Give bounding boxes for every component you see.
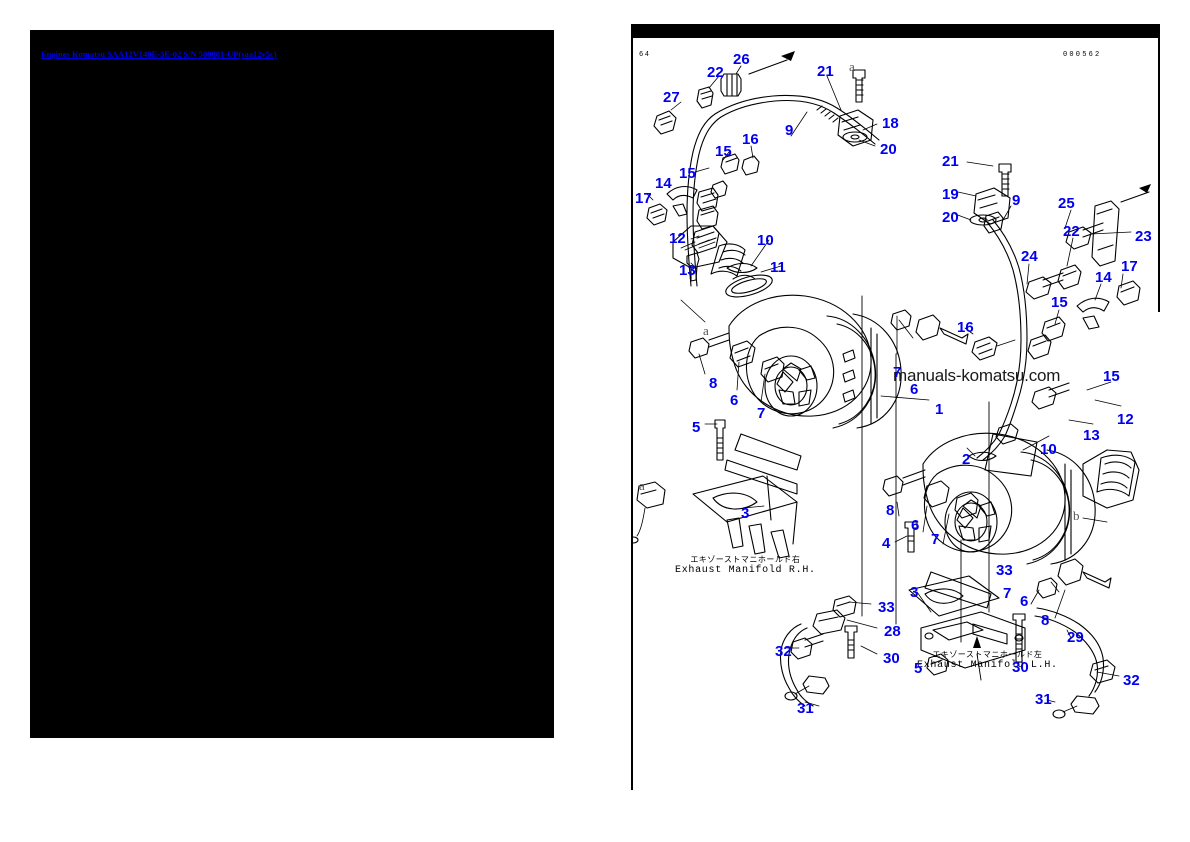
callout-number-31[interactable]: 31	[1035, 691, 1052, 708]
callout-number-15[interactable]: 15	[715, 143, 732, 160]
callout-number-33[interactable]: 33	[878, 599, 895, 616]
callout-number-24[interactable]: 24	[1021, 248, 1038, 265]
section-letter-a: a	[639, 478, 645, 493]
callout-number-6[interactable]: 6	[911, 517, 920, 534]
callout-number-1[interactable]: 1	[935, 401, 944, 418]
parts-book-link[interactable]: Engines Komatsu SAA12V140E-3E-02 S/N 500…	[41, 49, 277, 59]
caption-jp-text: エキゾーストマニホールド左	[932, 650, 1043, 659]
callout-number-12[interactable]: 12	[1117, 411, 1134, 428]
callout-number-3[interactable]: 3	[910, 584, 919, 601]
callout-number-15[interactable]: 15	[1103, 368, 1120, 385]
callout-number-19[interactable]: 19	[942, 186, 959, 203]
callout-number-3[interactable]: 3	[741, 505, 750, 522]
callout-number-14[interactable]: 14	[655, 175, 672, 192]
callout-number-8[interactable]: 8	[886, 502, 895, 519]
callout-number-14[interactable]: 14	[1095, 269, 1112, 286]
callout-number-16[interactable]: 16	[957, 319, 974, 336]
callout-number-18[interactable]: 18	[882, 115, 899, 132]
callout-number-33[interactable]: 33	[996, 562, 1013, 579]
callout-number-20[interactable]: 20	[880, 141, 897, 158]
parts-diagram-pane: 64 000562	[631, 24, 1160, 790]
callout-number-32[interactable]: 32	[1123, 672, 1140, 689]
callout-number-13[interactable]: 13	[1083, 427, 1100, 444]
caption-jp-text: エキゾーストマニホールド右	[690, 555, 801, 564]
callout-number-8[interactable]: 8	[1041, 612, 1050, 629]
section-letter-b: b	[1073, 508, 1080, 523]
callout-number-10[interactable]: 10	[757, 232, 774, 249]
callout-number-15[interactable]: 15	[1051, 294, 1068, 311]
callout-number-6[interactable]: 6	[910, 381, 919, 398]
callout-number-12[interactable]: 12	[669, 230, 686, 247]
callout-number-17[interactable]: 17	[1121, 258, 1138, 275]
callout-number-7[interactable]: 7	[757, 405, 766, 422]
callout-number-4[interactable]: 4	[882, 535, 891, 552]
preview-pane: Engines Komatsu SAA12V140E-3E-02 S/N 500…	[30, 30, 554, 738]
caption-exhaust-manifold-rh: エキゾーストマニホールド右 Exhaust Manifold R.H.	[675, 554, 816, 577]
callout-number-32[interactable]: 32	[775, 643, 792, 660]
callout-number-31[interactable]: 31	[797, 700, 814, 717]
callout-number-28[interactable]: 28	[884, 623, 901, 640]
callout-number-9[interactable]: 9	[785, 122, 794, 139]
callout-number-16[interactable]: 16	[742, 131, 759, 148]
callout-number-7[interactable]: 7	[893, 364, 902, 381]
callout-number-9[interactable]: 9	[1012, 192, 1021, 209]
callout-number-7[interactable]: 7	[931, 531, 940, 548]
callout-number-6[interactable]: 6	[730, 392, 739, 409]
callout-number-2[interactable]: 2	[962, 451, 971, 468]
callout-number-22[interactable]: 22	[707, 64, 724, 81]
diagram-page-number: 64	[639, 51, 651, 59]
callout-number-21[interactable]: 21	[817, 63, 834, 80]
callout-number-8[interactable]: 8	[709, 375, 718, 392]
section-letter-a: a	[703, 323, 709, 338]
callout-number-26[interactable]: 26	[733, 51, 750, 68]
callout-number-17[interactable]: 17	[635, 190, 652, 207]
callout-number-25[interactable]: 25	[1058, 195, 1075, 212]
callout-number-30[interactable]: 30	[883, 650, 900, 667]
callout-number-20[interactable]: 20	[942, 209, 959, 226]
diagram-frame-left-border	[631, 38, 633, 790]
caption-exhaust-manifold-lh: エキゾーストマニホールド左 Exhaust Manifold L.H.	[917, 649, 1058, 672]
callout-number-7[interactable]: 7	[1003, 585, 1012, 602]
callout-number-30[interactable]: 30	[1012, 659, 1029, 676]
caption-en-text: Exhaust Manifold L.H.	[917, 660, 1058, 671]
section-letter-a: a	[849, 59, 855, 74]
callout-number-5[interactable]: 5	[914, 660, 923, 677]
diagram-frame-right-border	[1158, 38, 1160, 312]
callout-number-13[interactable]: 13	[679, 262, 696, 279]
caption-en-text: Exhaust Manifold R.H.	[675, 565, 816, 576]
callout-number-29[interactable]: 29	[1067, 629, 1084, 646]
callout-number-21[interactable]: 21	[942, 153, 959, 170]
callout-number-27[interactable]: 27	[663, 89, 680, 106]
turbocharger-exploded-lineart	[631, 51, 1151, 719]
callout-number-23[interactable]: 23	[1135, 228, 1152, 245]
callout-number-22[interactable]: 22	[1063, 223, 1080, 240]
callout-number-11[interactable]: 11	[770, 259, 786, 276]
diagram-figure-number: 000562	[1063, 51, 1102, 59]
diagram-header-bar	[631, 24, 1160, 38]
callout-number-15[interactable]: 15	[679, 165, 696, 182]
callout-number-5[interactable]: 5	[692, 419, 701, 436]
callout-number-10[interactable]: 10	[1040, 441, 1057, 458]
watermark-text: manuals-komatsu.com	[893, 366, 1061, 385]
callout-number-6[interactable]: 6	[1020, 593, 1029, 610]
